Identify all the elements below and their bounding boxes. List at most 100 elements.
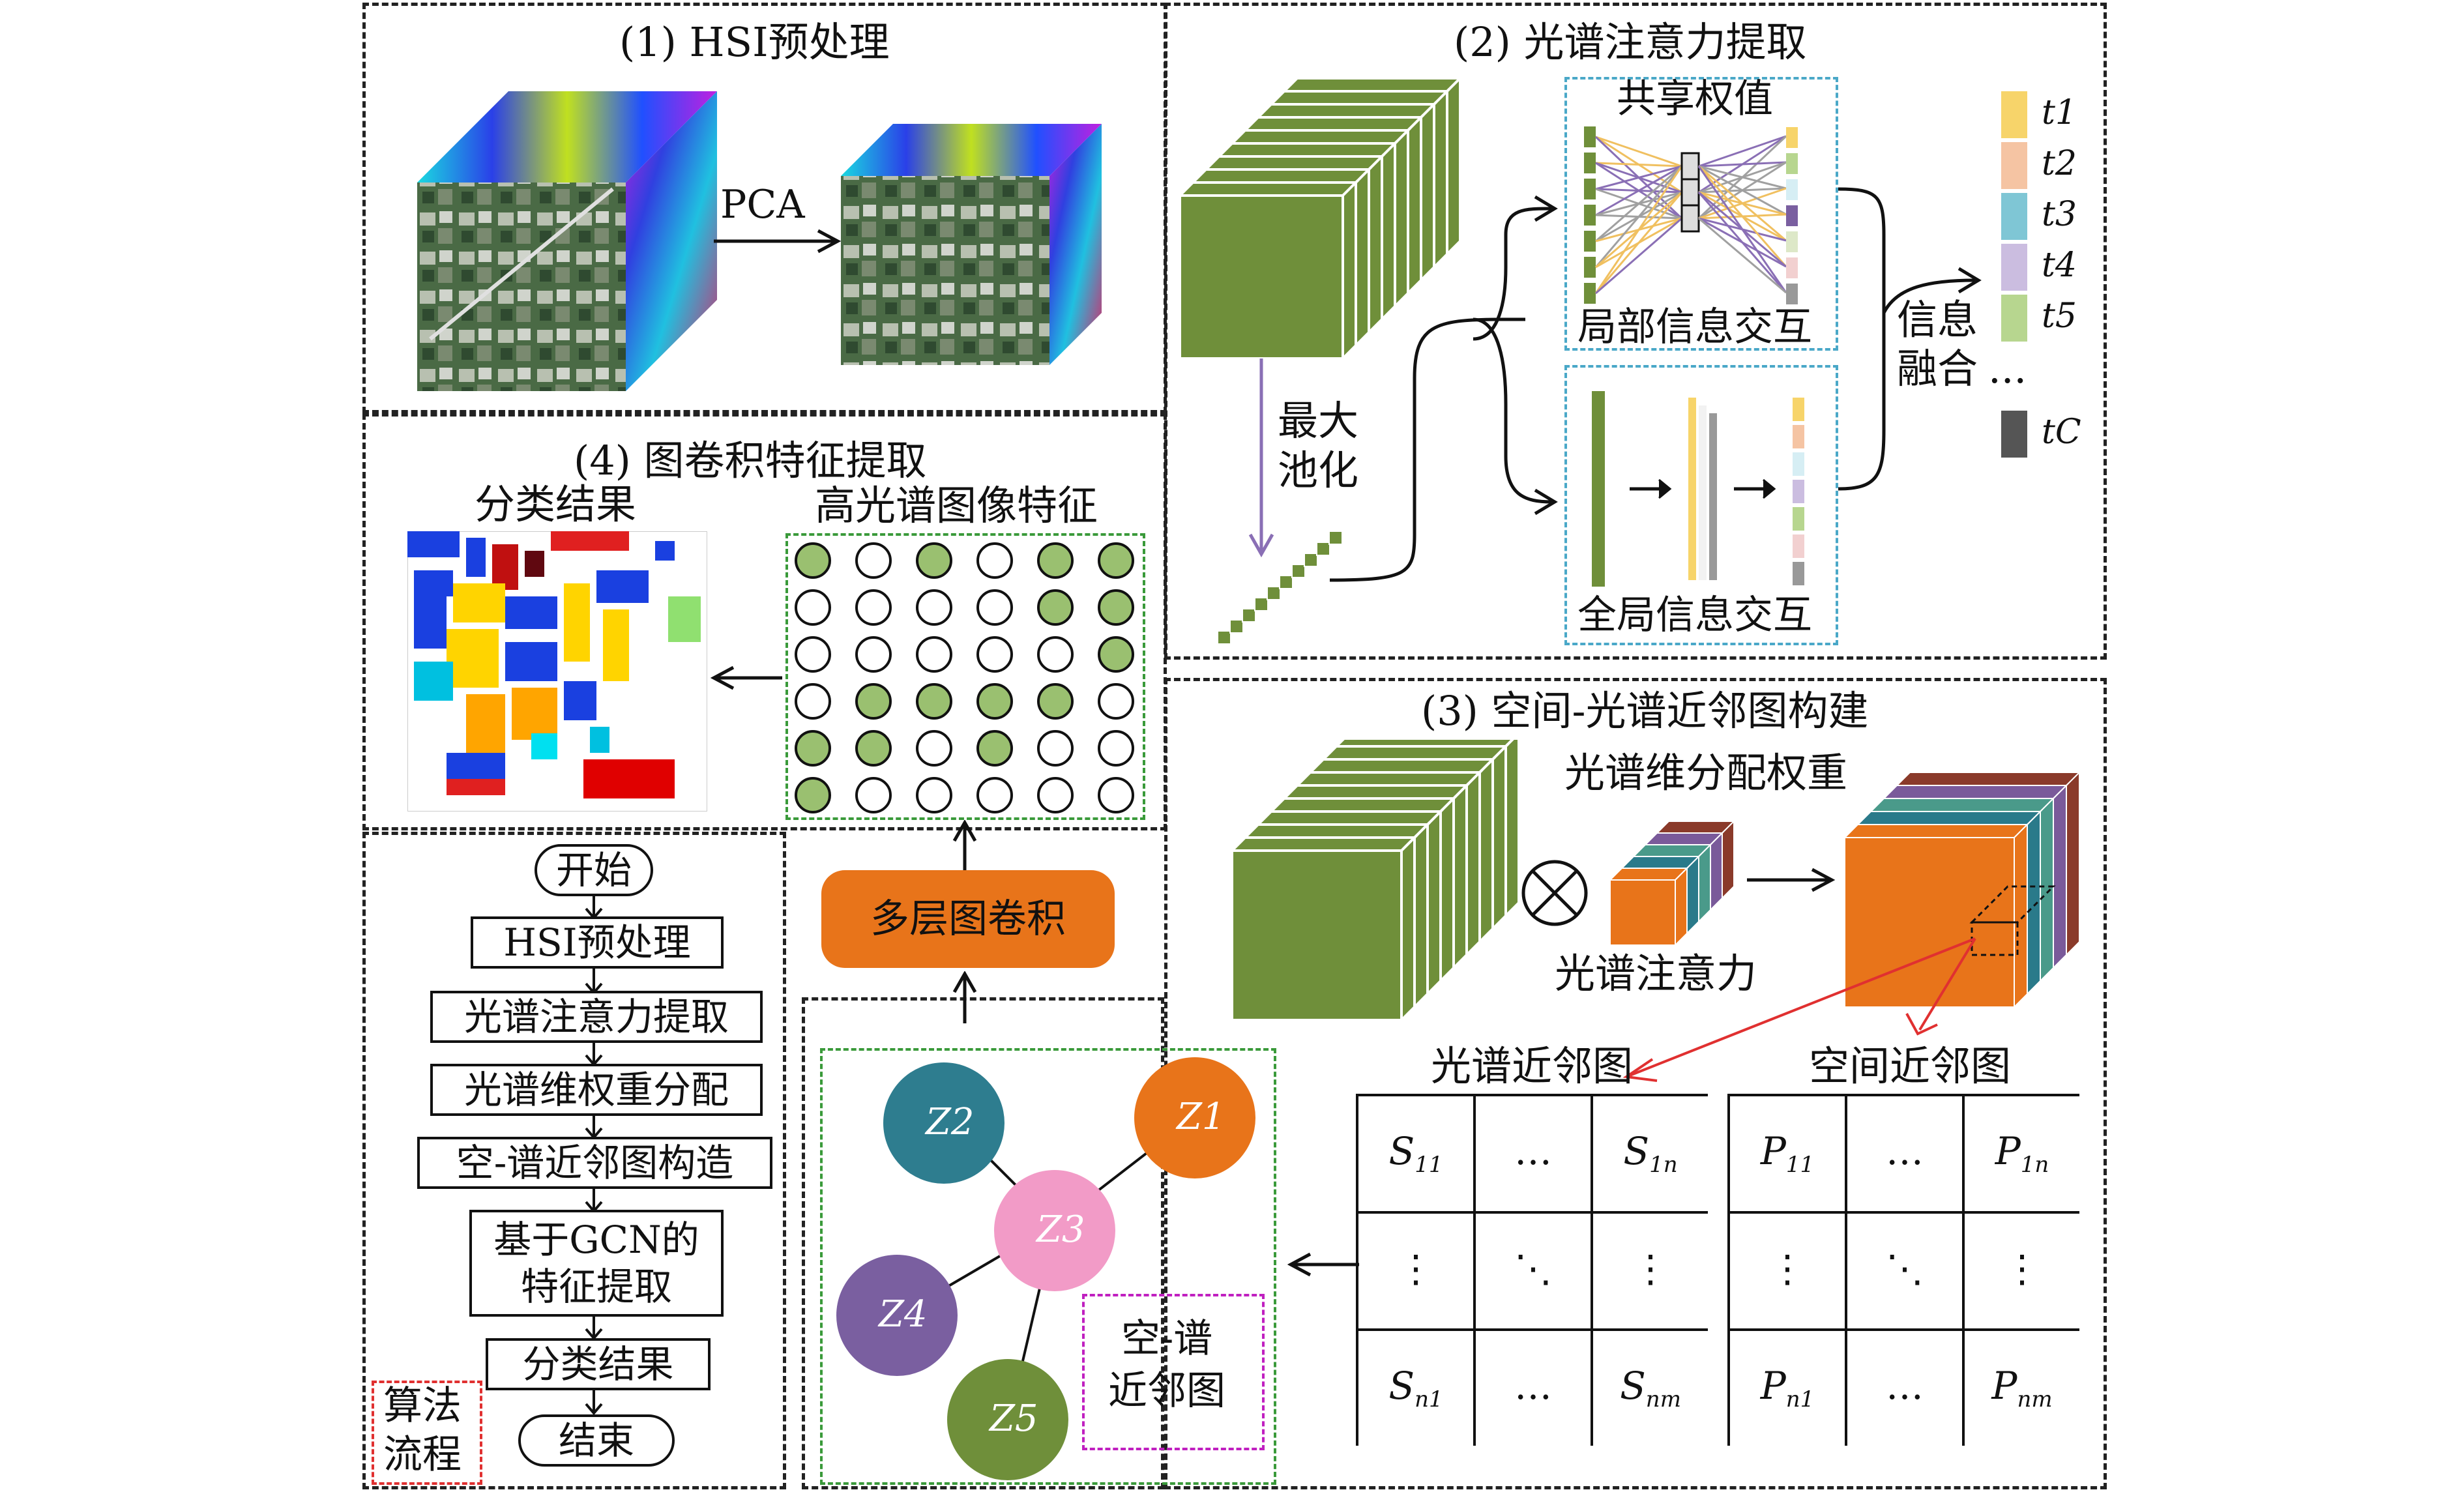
- matrix-cell: ⋮: [2003, 1246, 2041, 1291]
- graph-node-z5-label: Z5: [990, 1397, 1038, 1440]
- feature-node: [976, 683, 1013, 720]
- multiply-symbol: [1521, 860, 1588, 926]
- feature-node: [916, 636, 952, 673]
- spatial-graph-title: 空间近邻图: [1809, 1042, 2012, 1090]
- flow-gcn-features: 基于GCN的 特征提取: [469, 1210, 724, 1317]
- graph-up-arrow: [952, 971, 977, 1023]
- max-pool-label-1: 最大: [1278, 397, 1359, 445]
- token-swatch: [2001, 244, 2027, 291]
- flow-start: 开始: [535, 844, 653, 896]
- graph-node-z3-label: Z3: [1036, 1208, 1085, 1251]
- feature-node: [916, 542, 952, 579]
- graph-node-z1: [1134, 1057, 1255, 1178]
- feature-node: [1098, 777, 1134, 813]
- feature-node: [1037, 589, 1074, 626]
- flow-legend-line1: 算法: [383, 1383, 462, 1429]
- feature-node: [1098, 542, 1134, 579]
- token-label: t5: [2042, 297, 2077, 336]
- feature-node: [976, 730, 1013, 767]
- feature-node: [795, 730, 831, 767]
- feature-node: [1098, 683, 1134, 720]
- panel-4-title: (4) 图卷积特征提取: [574, 437, 927, 484]
- spatial-adjacency-matrix: P11…P1n⋮⋱⋮Pn1…Pnm: [1727, 1094, 2079, 1446]
- local-interaction-network: [1584, 126, 1798, 304]
- feature-node: [795, 636, 831, 673]
- feature-node: [976, 636, 1013, 673]
- feature-node: [1037, 683, 1074, 720]
- pca-arrow: [714, 229, 842, 254]
- token-swatch: [2001, 193, 2027, 240]
- panel-gcn-features: [362, 413, 1167, 830]
- matrix-cell: …: [1514, 1129, 1552, 1173]
- feature-node: [916, 730, 952, 767]
- token-swatch: [2001, 295, 2027, 342]
- flow-classification: 分类结果: [486, 1338, 711, 1390]
- pca-label: PCA: [720, 182, 805, 227]
- graph-node-z4: [836, 1255, 958, 1376]
- flow-hsi-preprocess: HSI预处理: [471, 916, 724, 969]
- graph-node-z2-label: Z2: [926, 1101, 975, 1143]
- token-swatch: [2001, 91, 2027, 138]
- fusion-label-2: 融合: [1897, 345, 1978, 392]
- feature-node: [976, 777, 1013, 813]
- gcn-up-arrow: [952, 820, 977, 872]
- fusion-arrows: [1838, 187, 1982, 491]
- spectral-graph-title: 光谱近邻图: [1431, 1042, 1634, 1090]
- result-arrow: [711, 666, 782, 690]
- graph-example-box: [820, 1048, 1276, 1485]
- flow-legend-box: [372, 1381, 482, 1485]
- feature-node-grid: [795, 542, 1134, 813]
- spectral-adjacency-matrix: S11…S1n⋮⋱⋮Sn1…Snm: [1356, 1094, 1708, 1446]
- feature-node: [1037, 542, 1074, 579]
- feature-node: [855, 542, 892, 579]
- local-interaction-label: 局部信息交互: [1577, 304, 1812, 350]
- matrix-cell: ⋮: [1768, 1246, 1806, 1291]
- graph-node-z3: [994, 1170, 1115, 1291]
- panel-spectral-attention: [1164, 3, 2107, 660]
- matrix-cell: …: [1886, 1364, 1924, 1408]
- matrix-cell: …: [1886, 1129, 1924, 1173]
- input-feature-stack: [1229, 740, 1520, 1023]
- max-pool-arrow: [1248, 358, 1274, 558]
- assign-weight-label: 光谱维分配权重: [1564, 749, 1848, 797]
- feature-map-stack: [1177, 78, 1462, 362]
- panel-3-title: (3) 空间-光谱近邻图构建: [1421, 687, 1869, 735]
- hsi-cube-pca: [841, 124, 1102, 365]
- matrix-cell: ⋱: [1514, 1246, 1552, 1291]
- classification-result-label: 分类结果: [475, 480, 637, 528]
- feature-node: [916, 589, 952, 626]
- split-arrows: [1622, 937, 1976, 1082]
- hsi-features-label: 高光谱图像特征: [815, 482, 1098, 529]
- flow-spectral-attention: 光谱注意力提取: [430, 991, 763, 1043]
- flow-weight-assignment: 光谱维权重分配: [430, 1064, 763, 1116]
- feature-node: [976, 589, 1013, 626]
- token-label: t3: [2042, 195, 2077, 234]
- feature-node: [1037, 730, 1074, 767]
- feature-node: [795, 683, 831, 720]
- matrix-cell: …: [1514, 1364, 1552, 1408]
- feature-node: [855, 777, 892, 813]
- fusion-ellipsis: ...: [1988, 345, 2027, 392]
- branch-arrows: [1330, 195, 1558, 582]
- graph-node-z4-label: Z4: [879, 1293, 928, 1336]
- matrix-cell: ⋮: [1632, 1246, 1669, 1291]
- feature-node: [855, 683, 892, 720]
- feature-node: [1037, 636, 1074, 673]
- panel-2-title: (2) 光谱注意力提取: [1454, 18, 1807, 66]
- global-interaction-box: [1564, 365, 1838, 645]
- feature-node: [855, 589, 892, 626]
- spectral-attention-label: 光谱注意力: [1555, 950, 1757, 997]
- graph-legend-line2: 近邻图: [1108, 1368, 1225, 1414]
- fusion-label-1: 信息: [1897, 296, 1978, 344]
- feature-node: [916, 683, 952, 720]
- graph-node-z1-label: Z1: [1177, 1096, 1225, 1138]
- token-label: t1: [2042, 93, 2077, 132]
- graph-node-z2: [883, 1062, 1005, 1184]
- flow-graph-construction: 空-谱近邻图构造: [417, 1137, 772, 1189]
- feature-node: [795, 542, 831, 579]
- flow-legend-line2: 流程: [383, 1432, 462, 1478]
- feature-node: [795, 777, 831, 813]
- panel-flowchart: [362, 832, 786, 1489]
- flow-end: 结束: [518, 1414, 675, 1467]
